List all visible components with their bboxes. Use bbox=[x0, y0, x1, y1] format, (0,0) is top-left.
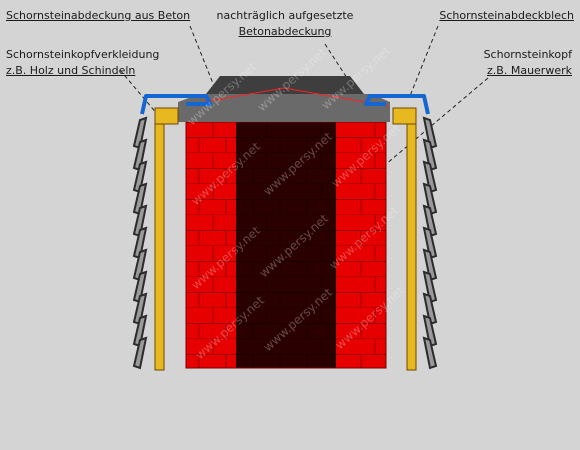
masonry-right bbox=[336, 122, 386, 368]
label-masonry: Schornsteinkopf z.B. Mauerwerk bbox=[484, 47, 572, 79]
label-masonry-line2: z.B. Mauerwerk bbox=[487, 64, 572, 77]
shingle bbox=[132, 182, 148, 216]
leader-retrofit-cap bbox=[324, 43, 357, 93]
leader-cladding bbox=[119, 69, 159, 116]
shingle bbox=[422, 182, 438, 216]
shingles-left bbox=[132, 116, 148, 370]
shingle bbox=[132, 226, 148, 260]
cover-sheet-metal bbox=[140, 94, 212, 115]
timber-cap-right bbox=[392, 107, 417, 125]
flue bbox=[236, 122, 336, 368]
shingle bbox=[422, 116, 438, 150]
concrete-cap-lower bbox=[178, 94, 390, 122]
label-retrofit-line1: nachträglich aufgesetzte bbox=[216, 9, 354, 22]
timber-batten-right bbox=[406, 111, 417, 371]
chimney-masonry bbox=[185, 121, 387, 369]
label-cladding: Schornsteinkopfverkleidung z.B. Holz und… bbox=[6, 47, 159, 79]
label-masonry-line1: Schornsteinkopf bbox=[483, 48, 572, 61]
shingle bbox=[132, 336, 148, 370]
shingle bbox=[132, 270, 148, 304]
leader-concrete-cap bbox=[189, 25, 219, 97]
label-cladding-line1: Schornsteinkopfverkleidung bbox=[6, 48, 160, 61]
cover-sheet-metal-right bbox=[364, 94, 430, 115]
shingle bbox=[422, 204, 438, 238]
shingle bbox=[132, 248, 148, 282]
shingle bbox=[422, 314, 438, 348]
masonry-left bbox=[186, 122, 236, 368]
shingle bbox=[422, 248, 438, 282]
shingle bbox=[422, 226, 438, 260]
label-cladding-line2: z.B. Holz und Schindeln bbox=[6, 64, 136, 77]
label-retrofit-line2: Betonabdeckung bbox=[238, 25, 332, 38]
shingle bbox=[422, 160, 438, 194]
leader-sheet-metal bbox=[409, 25, 439, 97]
label-retrofit-cap: nachträglich aufgesetzte Betonabdeckung bbox=[200, 8, 370, 40]
label-concrete-cap: Schornsteinabdeckung aus Beton bbox=[6, 9, 191, 22]
shingle bbox=[132, 292, 148, 326]
concrete-cap-upper bbox=[206, 76, 364, 94]
leader-lines bbox=[119, 25, 489, 177]
shingle bbox=[132, 116, 148, 150]
shingle bbox=[132, 160, 148, 194]
shingle bbox=[422, 138, 438, 172]
shingle bbox=[132, 204, 148, 238]
shingles-right bbox=[422, 116, 438, 370]
label-sheet-metal: Schornsteinabdeckblech bbox=[439, 9, 574, 22]
shingle bbox=[132, 314, 148, 348]
shingle bbox=[422, 336, 438, 370]
timber-cladding-frame bbox=[154, 107, 417, 371]
concrete-cap bbox=[178, 76, 390, 122]
shingle bbox=[132, 138, 148, 172]
leader-masonry bbox=[371, 77, 489, 177]
timber-cap-left bbox=[154, 107, 179, 125]
shingle bbox=[422, 270, 438, 304]
cap-joint-line bbox=[191, 87, 389, 107]
timber-batten-left bbox=[154, 111, 165, 371]
shingle bbox=[422, 292, 438, 326]
